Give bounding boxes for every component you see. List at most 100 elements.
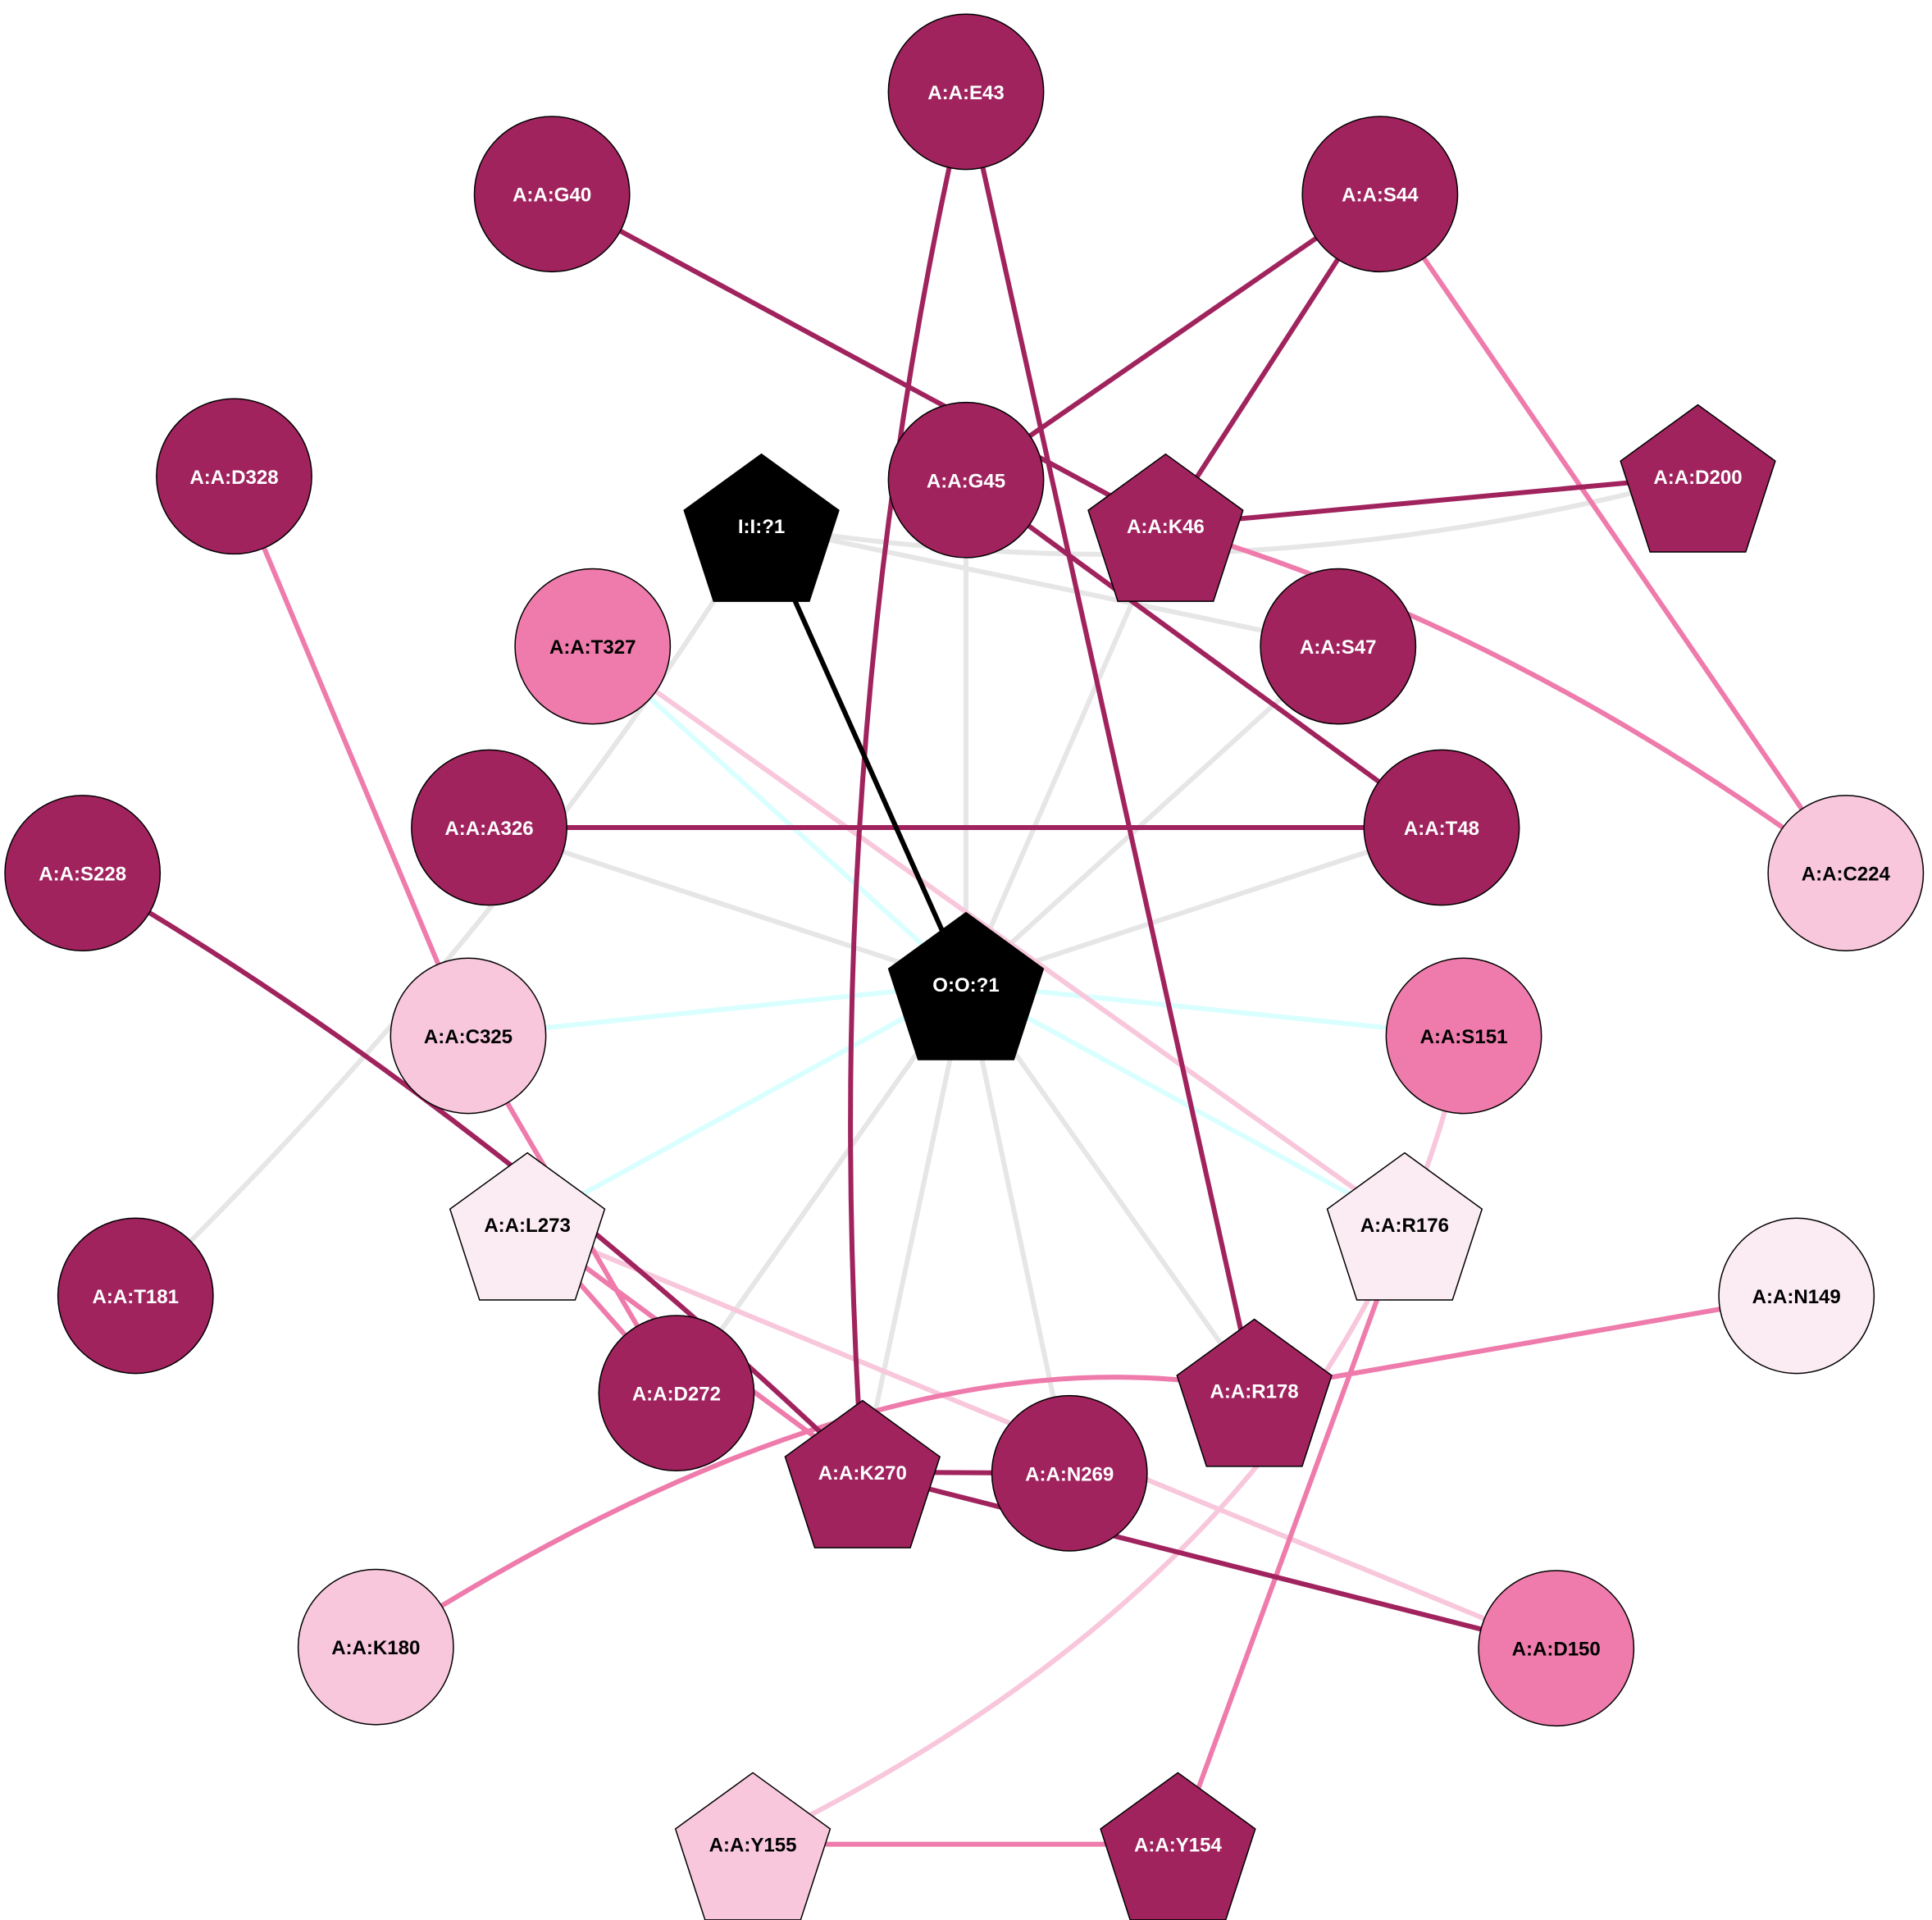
node-label: A:A:K180 [331, 1637, 420, 1659]
node-K270[interactable]: A:A:K270 [784, 1399, 941, 1548]
edge-K46-C224 [1164, 522, 1848, 875]
circle-shape [598, 1315, 755, 1472]
node-label: A:A:A326 [444, 818, 533, 840]
node-label: A:A:D200 [1653, 467, 1742, 489]
node-label: O:O:?1 [932, 974, 999, 996]
node-K180[interactable]: A:A:K180 [297, 1568, 454, 1726]
edge-K46-D200 [1165, 473, 1698, 528]
node-T48[interactable]: A:A:T48 [1363, 749, 1520, 906]
edge-T327-R176 [590, 644, 1406, 1227]
circle-shape [1301, 116, 1459, 273]
node-C325[interactable]: A:A:C325 [390, 957, 547, 1115]
circle-shape [473, 116, 631, 273]
node-S151[interactable]: A:A:S151 [1385, 957, 1542, 1115]
pentagon-shape [784, 1399, 941, 1548]
node-Y155[interactable]: A:A:Y155 [674, 1772, 832, 1920]
edge-R176-Y154 [1175, 1223, 1407, 1845]
circle-shape [390, 957, 547, 1115]
edge-O1-S151 [965, 981, 1465, 1038]
circle-shape [57, 1217, 214, 1375]
circle-shape [887, 13, 1045, 171]
edge-O1-L273 [526, 982, 968, 1227]
edge-I1-S47 [760, 522, 1339, 650]
node-T327[interactable]: A:A:T327 [514, 568, 672, 725]
node-label: A:A:D150 [1512, 1639, 1601, 1661]
pentagon-shape [887, 911, 1045, 1060]
edge-E43-R178 [964, 91, 1257, 1392]
node-label: A:A:C224 [1802, 864, 1891, 886]
edge-O1-R176 [964, 982, 1406, 1227]
node-label: A:A:N149 [1752, 1286, 1841, 1308]
edge-E43-K270 [848, 91, 968, 1473]
edge-S44-G45 [964, 192, 1382, 482]
node-S47[interactable]: A:A:S47 [1260, 568, 1417, 725]
edge-O1-T48 [965, 825, 1442, 987]
node-L273[interactable]: A:A:L273 [449, 1152, 606, 1301]
edge-I1-T181 [134, 524, 764, 1298]
node-E43[interactable]: A:A:E43 [887, 13, 1045, 171]
pentagon-shape [683, 453, 840, 602]
edge-O1-N269 [964, 983, 1073, 1474]
edge-I1-D200 [761, 473, 1699, 558]
edge-G40-K46 [550, 192, 1167, 528]
node-label: A:A:S47 [1300, 636, 1376, 659]
node-label: A:A:G40 [513, 185, 591, 207]
node-N269[interactable]: A:A:N269 [991, 1394, 1148, 1552]
pentagon-shape [1087, 453, 1244, 602]
node-C224[interactable]: A:A:C224 [1767, 795, 1925, 951]
node-label: A:A:Y155 [709, 1835, 797, 1857]
edge-G45-T48 [964, 477, 1443, 830]
circle-shape [514, 568, 672, 725]
node-G40[interactable]: A:A:G40 [473, 116, 631, 273]
edge-O1-T327 [590, 644, 968, 987]
node-A326[interactable]: A:A:A326 [411, 749, 567, 906]
node-K46[interactable]: A:A:K46 [1087, 453, 1244, 602]
node-D150[interactable]: A:A:D150 [1478, 1570, 1635, 1727]
edge-I1-O1 [759, 524, 968, 986]
circle-shape [411, 749, 567, 906]
node-label: I:I:?1 [738, 516, 785, 538]
node-R178[interactable]: A:A:R178 [1176, 1318, 1333, 1467]
node-I1[interactable]: I:I:?1 [683, 453, 840, 602]
circle-shape [297, 1568, 454, 1726]
node-label: A:A:T327 [549, 636, 636, 659]
node-D272[interactable]: A:A:D272 [598, 1315, 755, 1472]
pentagon-shape [1326, 1152, 1483, 1301]
circle-shape [1385, 957, 1542, 1115]
circle-shape [1363, 749, 1520, 906]
circle-shape [4, 795, 162, 951]
node-G45[interactable]: A:A:G45 [887, 401, 1045, 559]
node-label: A:A:S228 [39, 864, 126, 886]
circle-shape [1718, 1217, 1875, 1375]
edge-O1-C325 [467, 981, 967, 1038]
node-label: A:A:K270 [818, 1462, 907, 1484]
circle-shape [1478, 1570, 1635, 1727]
node-R176[interactable]: A:A:R176 [1326, 1152, 1483, 1301]
edge-K270-D150 [862, 1469, 1557, 1651]
node-label: A:A:G45 [927, 470, 1005, 492]
node-label: A:A:S44 [1342, 185, 1419, 207]
circle-shape [1260, 568, 1417, 725]
node-label: A:A:D272 [632, 1384, 721, 1406]
edge-O1-K270 [859, 983, 968, 1473]
node-label: A:A:C325 [424, 1026, 513, 1048]
node-label: A:A:R176 [1360, 1215, 1449, 1237]
circle-shape [1767, 795, 1925, 951]
node-S44[interactable]: A:A:S44 [1301, 116, 1459, 273]
node-D328[interactable]: A:A:D328 [156, 398, 312, 555]
node-N149[interactable]: A:A:N149 [1718, 1217, 1875, 1375]
pentagon-shape [1620, 404, 1776, 553]
circle-shape [887, 401, 1045, 559]
pentagon-shape [1176, 1318, 1333, 1467]
node-D200[interactable]: A:A:D200 [1620, 404, 1776, 553]
node-T181[interactable]: A:A:T181 [57, 1217, 214, 1375]
node-O1[interactable]: O:O:?1 [887, 911, 1045, 1060]
node-label: A:A:L273 [484, 1215, 571, 1237]
circle-shape [991, 1394, 1148, 1552]
node-Y154[interactable]: A:A:Y154 [1100, 1772, 1256, 1920]
node-label: A:A:D328 [189, 467, 278, 489]
node-label: A:A:Y154 [1134, 1835, 1222, 1857]
node-label: A:A:E43 [927, 82, 1004, 104]
node-S228[interactable]: A:A:S228 [4, 795, 162, 951]
